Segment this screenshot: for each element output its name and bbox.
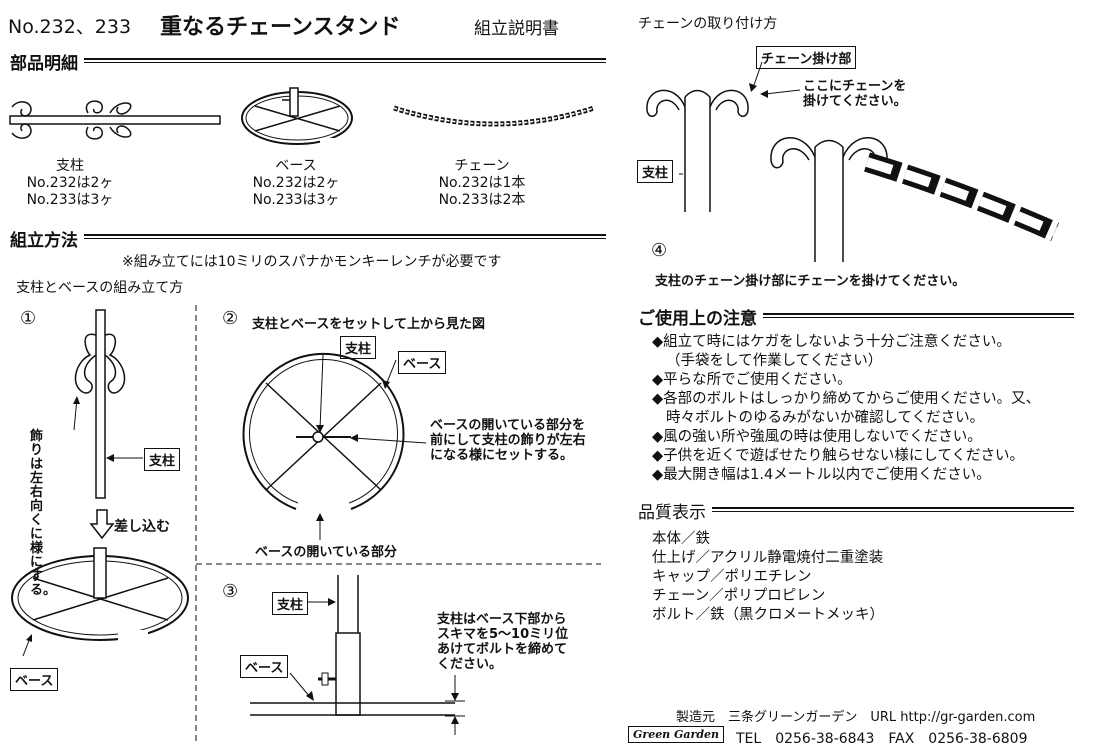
chain-attach-heading: チェーンの取り付け方: [638, 16, 778, 32]
quality-heading: 品質表示: [638, 498, 712, 523]
part-pillar-qty-233: No.233は3ヶ: [26, 192, 114, 208]
step2-note-line2: 前にして支柱の飾りが左右: [430, 433, 586, 448]
step2-number: ②: [222, 308, 239, 329]
parts-heading-rule: [10, 58, 606, 63]
step4-text: 支柱のチェーン掛け部にチェーンを掛けてください。: [655, 274, 966, 289]
base-part-drawing: [241, 87, 353, 148]
chain-hook-label: チェーン掛け部: [756, 46, 857, 69]
step1-number: ①: [20, 308, 37, 329]
step3-pillar-label: 支柱: [272, 592, 309, 615]
cautions-heading-rule: [638, 313, 1074, 318]
cautions-list: ◆組立て時にはケガをしないよう十分ご注意ください。 （手袋をして作業してください…: [652, 333, 1040, 485]
quality-item: チェーン／ポリプロピレン: [652, 588, 826, 604]
caution-item: （手袋をして作業してください）: [666, 353, 883, 369]
footer-contact: TEL 0256-38-6843 FAX 0256-38-6809: [736, 731, 1028, 747]
footer-maker: 製造元 三条グリーンガーデン URL http://gr-garden.com: [676, 710, 1036, 725]
part-base-name: ベース: [275, 158, 317, 174]
step2-top-view-drawing: [242, 352, 427, 540]
quality-item: 仕上げ／アクリル静電焼付二重塗装: [652, 550, 884, 566]
step3-note: 支柱はベース下部から スキマを5～10ミリ位 あけてボルトを締めて ください。: [437, 612, 568, 672]
part-base-qty-232: No.232は2ヶ: [252, 175, 340, 191]
caution-item: ◆風の強い所や強風の時は使用しないでください。: [652, 429, 982, 445]
insert-label: 差し込む: [114, 519, 170, 535]
step3-number: ③: [222, 581, 239, 602]
chain-attach-drawing: [646, 61, 1060, 262]
assembly-heading-rule: [10, 234, 606, 239]
model-number: No.232、233: [8, 16, 132, 38]
caution-item: ◆子供を近くで遊ばせたり触らせない様にしてください。: [652, 448, 1025, 464]
step1-decoration-note: 飾りは左右向くに様にする。: [30, 429, 57, 598]
step-dividers: [195, 305, 601, 745]
insert-arrow-icon: [89, 509, 115, 540]
step2-caption: 支柱とベースをセットして上から見た図: [252, 317, 485, 332]
step2-note: ベースの開いている部分を 前にして支柱の飾りが左右 になる様にセットする。: [430, 418, 586, 463]
part-pillar-label: 支柱 No.232は2ヶ No.233は3ヶ: [20, 158, 120, 209]
assembly-heading: 組立方法: [10, 226, 84, 251]
pillar-part-drawing: [9, 100, 221, 140]
document-subtitle: 組立説明書: [474, 19, 559, 39]
caution-item: ◆平らな所でご使用ください。: [652, 372, 852, 388]
step2-note-line1: ベースの開いている部分を: [430, 418, 585, 433]
chain-part-drawing: [393, 105, 595, 127]
chain-hook-note-line1: ここにチェーンを: [803, 79, 907, 94]
step1-base-label: ベース: [10, 668, 59, 691]
quality-list: 本体／鉄 仕上げ／アクリル静電焼付二重塗装 キャップ／ポリエチレン チェーン／ポ…: [652, 530, 884, 625]
step2-opening-label: ベースの開いている部分: [255, 545, 397, 560]
step3-base-label: ベース: [240, 655, 289, 678]
caution-item: ◆組立て時にはケガをしないよう十分ご注意ください。: [652, 334, 1011, 350]
chain-pillar-label: 支柱: [637, 160, 674, 183]
caution-item: 時々ボルトのゆるみがないか確認してください。: [666, 410, 985, 426]
part-chain-qty-232: No.232は1本: [438, 175, 526, 191]
cautions-heading: ご使用上の注意: [638, 304, 763, 329]
part-base-qty-233: No.233は3ヶ: [252, 192, 340, 208]
quality-item: ボルト／鉄（黒クロメートメッキ）: [652, 607, 884, 623]
tool-note: ※組み立てには10ミリのスパナかモンキーレンチが必要です: [122, 254, 502, 270]
quality-heading-rule: [638, 507, 1074, 512]
step3-note-line2: スキマを5～10ミリ位: [437, 627, 569, 642]
quality-item: 本体／鉄: [652, 531, 710, 547]
document-title: 重なるチェーンスタンド: [160, 15, 401, 40]
step1-pillar-label: 支柱: [144, 448, 181, 471]
part-base-label: ベース No.232は2ヶ No.233は3ヶ: [242, 158, 350, 209]
part-pillar-qty-232: No.232は2ヶ: [26, 175, 114, 191]
quality-item: キャップ／ポリエチレン: [652, 569, 812, 585]
chain-hook-note-line2: 掛けてください。: [803, 94, 907, 109]
step3-side-view-drawing: [250, 575, 465, 735]
green-garden-logo: Green Garden: [628, 726, 725, 743]
chain-hook-note: ここにチェーンを 掛けてください。: [803, 79, 907, 109]
part-pillar-name: 支柱: [56, 158, 84, 174]
step2-pillar-label: 支柱: [340, 336, 377, 359]
step2-note-line3: になる様にセットする。: [430, 448, 574, 463]
caution-item: ◆各部のボルトはしっかり締めてからご使用ください。又、: [652, 391, 1041, 407]
part-chain-label: チェーン No.232は1本 No.233は2本: [428, 158, 536, 209]
step1-base-drawing: [11, 547, 189, 657]
part-chain-name: チェーン: [454, 158, 510, 174]
step4-number: ④: [651, 240, 668, 261]
step1-pillar-drawing: [73, 309, 143, 499]
caution-item: ◆最大開き幅は1.4メートル以内でご使用ください。: [652, 467, 991, 483]
step3-note-line4: ください。: [437, 657, 503, 672]
step3-note-line3: あけてボルトを締めて: [437, 642, 568, 657]
parts-heading: 部品明細: [10, 49, 84, 74]
step2-base-label: ベース: [398, 351, 447, 374]
step3-note-line1: 支柱はベース下部から: [437, 612, 567, 627]
assembly-subheading: 支柱とベースの組み立て方: [16, 280, 184, 296]
part-chain-qty-233: No.233は2本: [438, 192, 526, 208]
